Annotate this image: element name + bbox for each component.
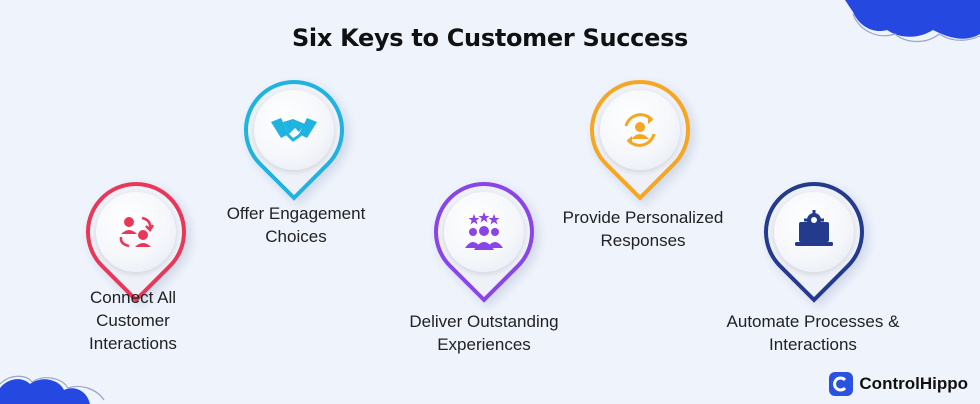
key-label-engagement: Offer Engagement Choices [226,204,366,246]
key-label-connect: Connect All Customer Interactions [89,288,177,353]
team-stars-icon [465,212,503,250]
key-outstanding-experiences-marker [413,161,555,303]
key-engagement-choices-marker [223,59,365,201]
top-right-wave-decoration [845,0,980,43]
handshake-icon [271,118,317,142]
laptop-gear-icon [795,210,833,246]
key-personalized-responses-marker [569,59,711,201]
key-label-experiences: Deliver Outstanding Experiences [409,312,559,354]
page-title: Six Keys to Customer Success [291,24,689,52]
bottom-left-wave-decoration [0,375,105,404]
key-automate-processes-marker [743,161,885,303]
brand-name: ControlHippo [859,374,968,393]
contacts-exchange-icon [119,216,155,248]
user-refresh-icon [624,113,656,147]
key-label-automate: Automate Processes & Interactions [726,312,900,354]
key-connect-interactions-marker [65,161,207,303]
controlhippo-logo-icon [829,372,854,396]
key-label-personalized: Provide Personalized Responses [562,208,724,250]
controlhippo-logo: ControlHippo [829,372,968,396]
